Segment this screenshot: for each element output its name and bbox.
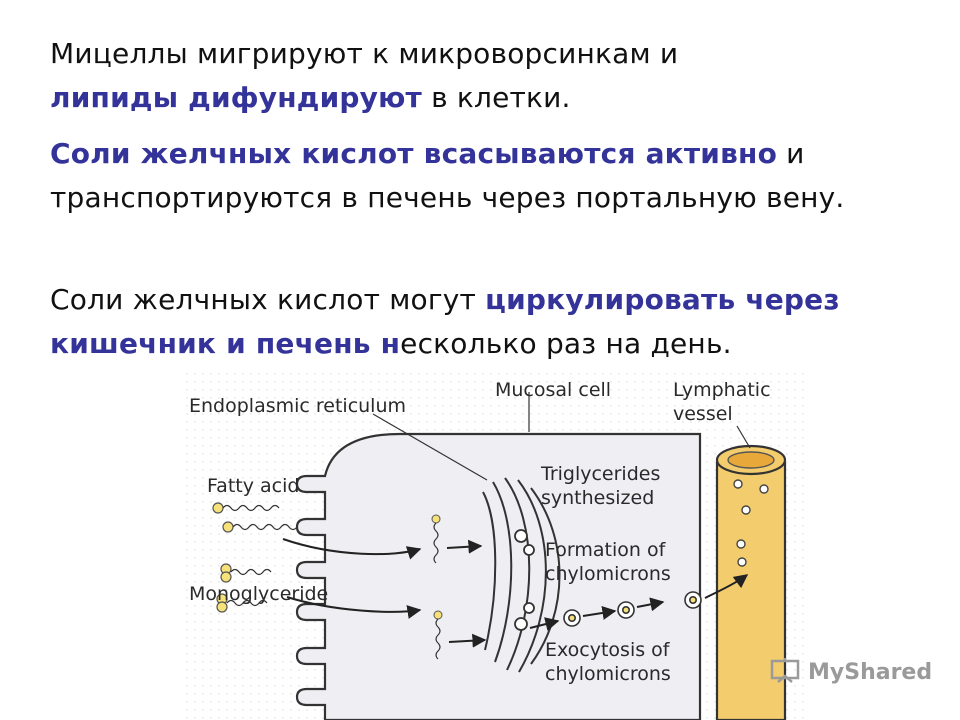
label-chylomicrons-exocytosis: chylomicrons (545, 663, 671, 685)
fatty-acid-molecules (212, 502, 298, 533)
p2-highlight: Соли желчных кислот всасываются активно (50, 137, 778, 170)
p3-text-a: Соли желчных кислот могут (50, 283, 486, 316)
lipid-absorption-diagram: Endoplasmic reticulum Mucosal cell Lymph… (185, 372, 810, 720)
paragraph-micelles: Мицеллы мигрируют к микроворсинкам и липи… (50, 32, 930, 120)
mucosal-cell (295, 432, 702, 720)
label-fatty-acid: Fatty acid (207, 475, 299, 497)
p1-highlight: липиды дифундируют (50, 81, 422, 114)
label-chylomicrons-formation: chylomicrons (545, 563, 671, 585)
lymphatic-vessel (715, 444, 787, 720)
paragraph-bile-salts-absorption: Соли желчных кислот всасываются активно … (50, 132, 930, 220)
p2-text-b: и транспортируются в печень через портал… (50, 137, 845, 214)
label-leaders (372, 392, 751, 481)
label-triglycerides: Triglycerides (540, 463, 660, 485)
p1-text-a: Мицеллы мигрируют к микроворсинкам и (50, 37, 679, 70)
label-exocytosis-of: Exocytosis of (545, 639, 671, 661)
label-vessel: vessel (673, 403, 733, 425)
er-vesicles (514, 529, 535, 631)
p1-text-c: в клетки. (421, 81, 571, 114)
p3-highlight: циркулировать через кишечник и печень н (50, 283, 840, 360)
label-lymphatic: Lymphatic (673, 379, 771, 401)
watermark-text: MyShared (808, 660, 933, 685)
monoglyceride-molecules (216, 563, 272, 613)
label-formation-of: Formation of (545, 539, 667, 561)
paragraph-bile-salts-circulation: Соли желчных кислот могут циркулировать … (50, 278, 930, 366)
endoplasmic-reticulum (482, 477, 561, 673)
label-monoglyceride: Monoglyceride (189, 583, 328, 605)
chylomicrons (563, 591, 702, 627)
label-mucosal-cell: Mucosal cell (495, 379, 611, 401)
flow-arrows (282, 538, 749, 648)
label-endoplasmic-reticulum: Endoplasmic reticulum (189, 395, 406, 417)
p3-text-c: есколько раз на день. (400, 327, 732, 360)
label-synthesized: synthesized (541, 487, 654, 509)
presentation-icon (770, 658, 800, 683)
absorbed-molecules (431, 514, 443, 660)
